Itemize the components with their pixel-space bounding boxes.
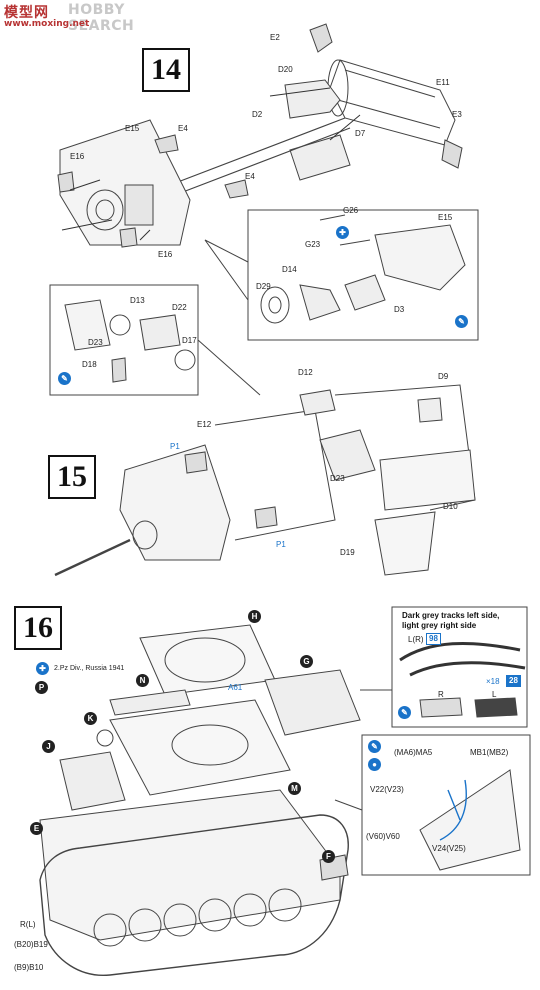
- label-d2: D2: [252, 110, 263, 119]
- label-e15: E15: [125, 124, 140, 133]
- part-e3: [441, 139, 463, 169]
- part-d7: [289, 134, 351, 181]
- label-mb1-mb2: MB1(MB2): [470, 748, 509, 757]
- label-d14: D14: [282, 265, 297, 274]
- watermark-url: www.moxing.net: [4, 19, 90, 29]
- label-d7: D7: [355, 129, 366, 138]
- part-d20: [284, 79, 341, 119]
- label-lr: L(R): [408, 635, 424, 644]
- label-v24-v25: V24(V25): [432, 844, 466, 853]
- watermark-en: HOBBY SEARCH: [68, 2, 135, 34]
- label-p1-top: P1: [170, 442, 180, 451]
- label-d12: D12: [298, 368, 313, 377]
- part-e15-mantlet: [59, 119, 191, 246]
- callout-n: N: [136, 674, 149, 687]
- label-g23: G23: [305, 240, 321, 249]
- callout-p: P: [35, 681, 48, 694]
- label-d9: D9: [438, 372, 449, 381]
- tag-28-prefix: ×18: [486, 677, 500, 686]
- part-e2: [309, 23, 333, 53]
- tracks-note-line2: light grey right side: [402, 621, 477, 630]
- label-r-l: R(L): [20, 920, 36, 929]
- label-e4-top: E4: [178, 124, 188, 133]
- callout-h: H: [248, 610, 261, 623]
- tag-28: 28: [506, 675, 521, 687]
- label-e16-left: E16: [70, 152, 85, 161]
- step-16-number: 16: [14, 606, 62, 650]
- label-d18: D18: [82, 360, 97, 369]
- division-note: 2.Pz Div., Russia 1941: [54, 665, 125, 672]
- mantlet-ring: [86, 189, 124, 231]
- label-b20-b19: (B20)B19: [14, 940, 48, 949]
- step15-barrel: [54, 538, 131, 577]
- tag-98: 98: [426, 633, 441, 645]
- callout-j: J: [42, 740, 55, 753]
- label-r: R: [438, 690, 444, 699]
- tracks-note-line1: Dark grey tracks left side,: [402, 611, 500, 620]
- label-d23-inset: D23: [88, 338, 103, 347]
- label-e16-bottom: E16: [158, 250, 173, 259]
- watermark-cn: 模型网: [4, 5, 49, 21]
- label-l: L: [492, 690, 497, 699]
- step15-mantlet: [119, 444, 231, 561]
- road-wheels: [93, 888, 302, 947]
- label-ma6-ma5: (MA6)MA5: [394, 748, 433, 757]
- label-d13: D13: [130, 296, 145, 305]
- step-14-number: 14: [142, 48, 190, 92]
- label-d10: D10: [443, 502, 458, 511]
- part-d2-barrel: [169, 117, 351, 196]
- glue-icon-14: ✚: [336, 226, 349, 239]
- part-h-plate: [139, 624, 276, 696]
- label-d20: D20: [278, 65, 293, 74]
- label-a61: A61: [228, 683, 243, 692]
- label-d17: D17: [182, 336, 197, 345]
- paint-icon-rear-2: ●: [368, 758, 381, 771]
- hull-deck: [109, 699, 291, 796]
- label-d22: D22: [172, 303, 187, 312]
- marking-icon: ✚: [36, 662, 49, 675]
- label-d23: D23: [330, 474, 345, 483]
- cement-icon-14: ✎: [455, 315, 468, 328]
- label-v22-v23: V22(V23): [370, 785, 404, 794]
- callout-k: K: [84, 712, 97, 725]
- label-p1-bottom: P1: [276, 540, 286, 549]
- callout-e: E: [30, 822, 43, 835]
- label-e2: E2: [270, 33, 280, 42]
- label-d29: D29: [256, 282, 271, 291]
- label-inset-e15: E15: [438, 213, 453, 222]
- callout-m: M: [288, 782, 301, 795]
- label-d19: D19: [340, 548, 355, 557]
- label-e12: E12: [197, 420, 212, 429]
- track-run: [39, 814, 349, 976]
- label-v60: (V60)V60: [366, 832, 400, 841]
- callout-g: G: [300, 655, 313, 668]
- label-g26: G26: [343, 206, 359, 215]
- label-d3: D3: [394, 305, 405, 314]
- part-d19-bin: [374, 511, 436, 576]
- watermark: 模型网 HOBBY SEARCH www.moxing.net: [4, 2, 174, 34]
- step-15-number: 15: [48, 455, 96, 499]
- label-e4-bottom: E4: [245, 172, 255, 181]
- tracks-note: Dark grey tracks left side, light grey r…: [402, 611, 499, 631]
- cement-icon-16: ✎: [398, 706, 411, 719]
- callout-f: F: [322, 850, 335, 863]
- cement-icon-15: ✎: [58, 372, 71, 385]
- label-e11: E11: [436, 78, 450, 87]
- part-g: [264, 669, 361, 736]
- label-e3: E3: [452, 110, 462, 119]
- label-b9-b10: (B9)B10: [14, 963, 44, 972]
- cement-icon-rear-1: ✎: [368, 740, 381, 753]
